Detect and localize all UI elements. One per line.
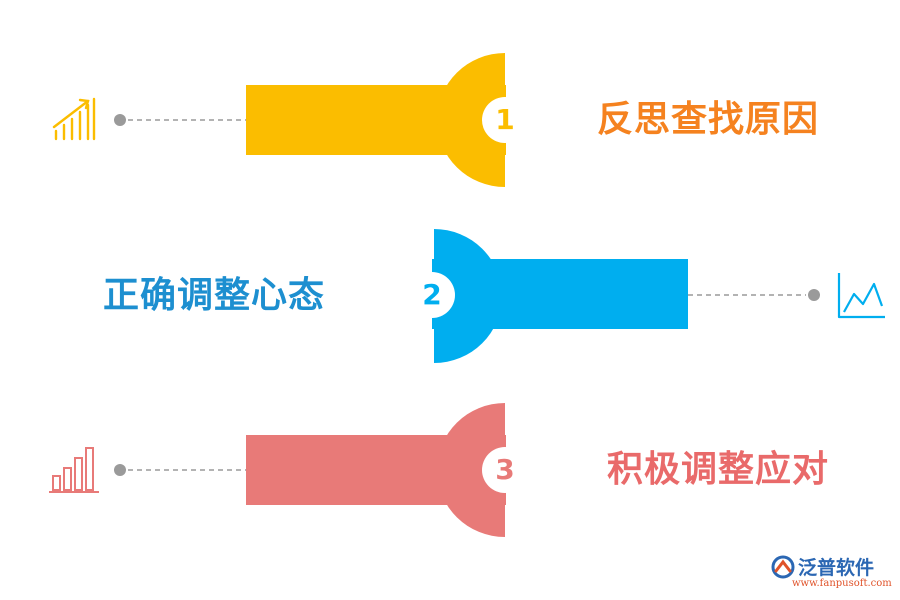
step-2-number: 2 [409,272,455,318]
logo-url: www.fanpusoft.com [792,578,892,589]
step-row-3: 3 积极调整应对 [0,400,900,540]
step-1-number: 1 [482,97,528,143]
brand-logo: 泛普软件 www.fanpusoft.com [770,553,892,597]
bar-chart-icon [49,447,99,493]
step-1-text: 反思查找原因 [597,99,820,140]
connector-dot [114,464,126,476]
connector-dot [808,289,820,301]
step-3-banner [114,403,506,537]
line-chart-icon [837,273,885,319]
step-1-banner [114,53,506,187]
step-2-banner [432,229,820,363]
growth-bars-icon [52,97,96,141]
step-row-2: 2 正确调整心态 [0,227,900,367]
logo-icon [771,555,795,579]
step-2-text: 正确调整心态 [103,275,326,316]
logo-name: 泛普软件 [798,557,875,579]
step-row-1: 1 反思查找原因 [0,50,900,190]
connector-dot [114,114,126,126]
step-3-number: 3 [482,447,528,493]
step-3-text: 积极调整应对 [607,449,830,490]
